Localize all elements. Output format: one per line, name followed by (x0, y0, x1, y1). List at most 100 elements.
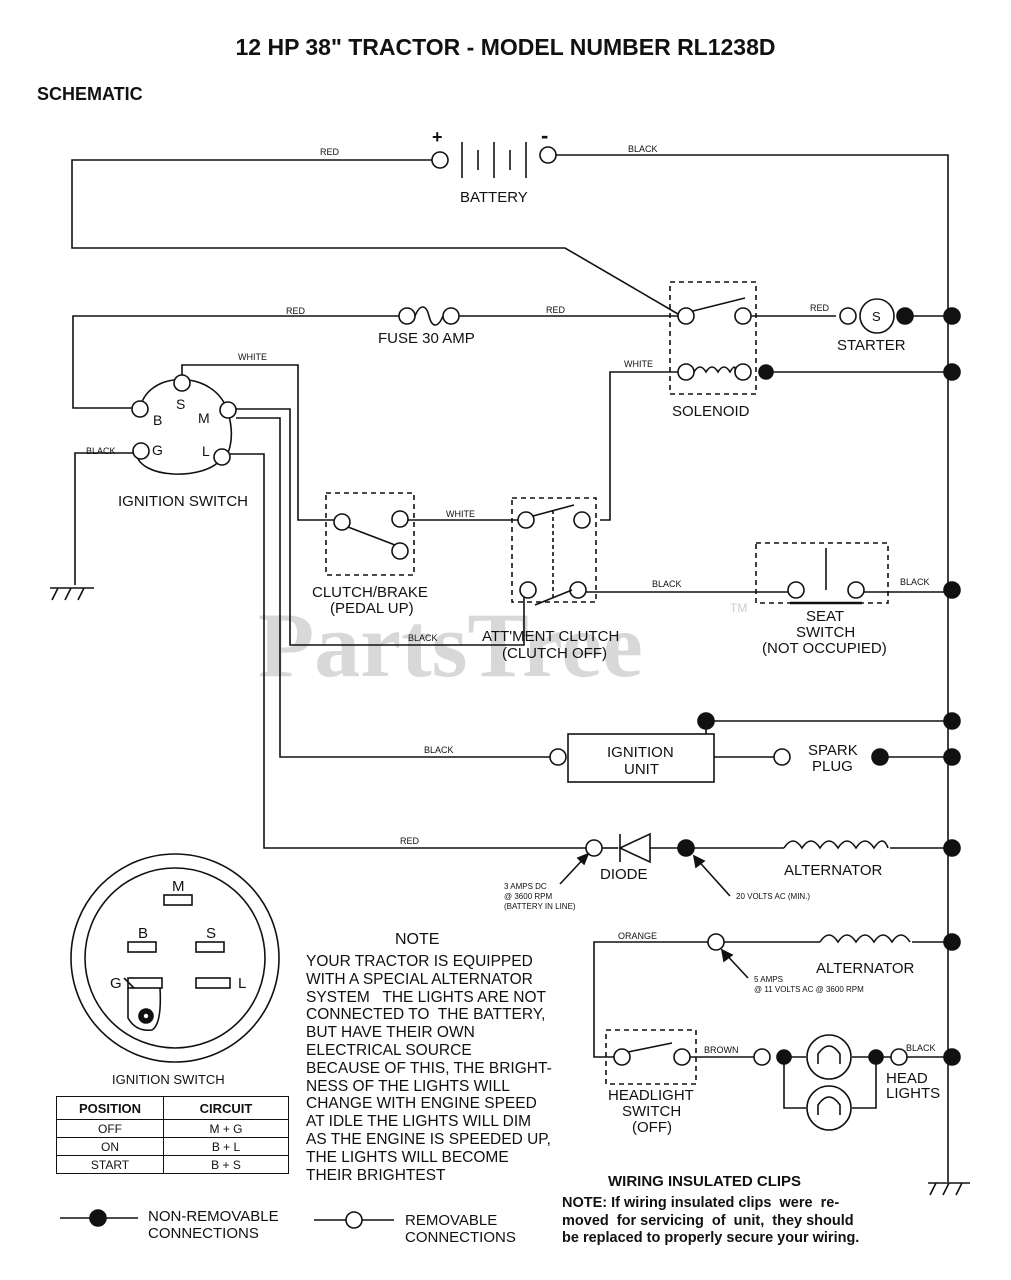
clutch-brake-sublabel: (PEDAL UP) (330, 600, 414, 617)
schematic-heading: SCHEMATIC (37, 84, 143, 104)
legend-removable-label: REMOVABLE CONNECTIONS (405, 1212, 516, 1246)
clutch-brake-label: CLUTCH/BRAKE (312, 584, 428, 601)
legend-non-removable-label: NON-REMOVABLE CONNECTIONS (148, 1208, 279, 1242)
switch-face-s: S (206, 925, 216, 942)
non-removable-junctions (697, 307, 961, 1066)
table-cell: B + L (163, 1137, 289, 1156)
diode-spec-3: (BATTERY IN LINE) (504, 902, 576, 911)
wire-label: WHITE (446, 509, 475, 519)
ignition-switch-label: IGNITION SWITCH (118, 493, 248, 510)
ground-icon (928, 1182, 970, 1196)
solenoid-label: SOLENOID (672, 403, 750, 420)
diode-label: DIODE (600, 866, 648, 883)
watermark-tm: TM (730, 601, 747, 615)
alternator-coil-2 (707, 933, 911, 951)
battery-label: BATTERY (460, 189, 528, 206)
terminal-s: S (176, 396, 185, 412)
ignition-switch-table: POSITION CIRCUIT OFF M + G ON B + L STAR… (56, 1096, 289, 1174)
switch-face-m: M (172, 878, 185, 895)
headlight-switch-label-1: HEADLIGHT (608, 1087, 694, 1104)
seat-switch-label-3: (NOT OCCUPIED) (762, 640, 887, 657)
ignition-unit-label-2: UNIT (624, 761, 659, 778)
table-cell: START (56, 1155, 164, 1174)
table-row: OFF M + G (56, 1119, 289, 1138)
clutch-brake-switch-symbol (325, 492, 415, 576)
ignition-unit-symbol (549, 733, 889, 783)
ignition-unit-label-1: IGNITION (607, 744, 674, 761)
fuse-symbol (398, 306, 460, 326)
terminal-b: B (153, 412, 162, 428)
wire-label: BLACK (900, 577, 930, 587)
wire-label: ORANGE (618, 931, 657, 941)
page-title: 12 HP 38" TRACTOR - MODEL NUMBER RL1238D (235, 34, 776, 60)
alternator2-spec-2: @ 11 VOLTS AC @ 3600 RPM (754, 985, 864, 994)
wire-label: BLACK (86, 446, 116, 456)
alternator2-spec-1: 5 AMPS (754, 975, 783, 984)
table-row: ON B + L (56, 1137, 289, 1156)
alternator-ac-spec: 20 VOLTS AC (MIN.) (736, 892, 810, 901)
head-lights-label-2: LIGHTS (886, 1085, 940, 1102)
table-row: START B + S (56, 1155, 289, 1174)
headlight-switch-label-3: (OFF) (632, 1119, 672, 1136)
diode-spec-1: 3 AMPS DC (504, 882, 547, 891)
table-cell: OFF (56, 1119, 164, 1138)
starter-s: S (872, 309, 881, 324)
battery-plus: + (432, 127, 443, 147)
clips-note: NOTE: If wiring insulated clips were re-… (562, 1195, 860, 1246)
wire-label: BLACK (906, 1043, 936, 1053)
table-cell: ON (56, 1137, 164, 1156)
wire-label: BLACK (408, 633, 438, 643)
table-cell: M + G (163, 1119, 289, 1138)
wire-label: BROWN (704, 1045, 739, 1055)
terminal-m: M (198, 410, 210, 426)
note-heading: NOTE (395, 931, 440, 948)
starter-symbol (839, 298, 914, 334)
attachment-clutch-switch-symbol (511, 497, 597, 606)
starter-label: STARTER (837, 337, 906, 354)
wire-label: BLACK (628, 144, 658, 154)
table-header: POSITION (56, 1096, 164, 1120)
head-lights-symbol (753, 1034, 908, 1131)
seat-switch-label-1: SEAT (806, 608, 844, 625)
clips-title: WIRING INSULATED CLIPS (608, 1173, 802, 1190)
alternator-coil-1 (783, 840, 889, 850)
spark-plug-label-2: PLUG (812, 758, 853, 775)
terminal-g: G (152, 442, 163, 458)
wire-label: BLACK (424, 745, 454, 755)
wire-label: RED (400, 836, 420, 846)
battery-minus: - (541, 123, 548, 148)
ground-icon (50, 587, 94, 601)
solenoid-symbol (669, 281, 774, 395)
wire-label: WHITE (238, 352, 267, 362)
headlight-switch-label-2: SWITCH (622, 1103, 681, 1120)
head-lights-label-1: HEAD (886, 1070, 928, 1087)
alternator-label-1: ALTERNATOR (784, 862, 883, 879)
wire-label: BLACK (652, 579, 682, 589)
seat-switch-symbol (755, 542, 889, 605)
switch-face-g: G (110, 975, 122, 992)
switch-face-l: L (238, 975, 246, 992)
seat-switch-label-2: SWITCH (796, 624, 855, 641)
battery-symbol (431, 142, 557, 178)
ignition-switch-face (70, 853, 280, 1063)
table-header: CIRCUIT (163, 1096, 289, 1120)
switch-face-b: B (138, 925, 148, 942)
wire-label: RED (810, 303, 830, 313)
spark-plug-label-1: SPARK (808, 742, 858, 759)
legend-removable-symbol (314, 1211, 394, 1229)
fuse-label: FUSE 30 AMP (378, 330, 475, 347)
diode-spec-2: @ 3600 RPM (504, 892, 552, 901)
terminal-l: L (202, 443, 210, 459)
wire-label: RED (546, 305, 566, 315)
ignition-switch-symbol (131, 374, 237, 475)
attment-clutch-label: ATT'MENT CLUTCH (482, 628, 619, 645)
headlight-switch-symbol (605, 1029, 697, 1085)
attment-clutch-sublabel: (CLUTCH OFF) (502, 645, 607, 662)
legend-non-removable-symbol (60, 1209, 138, 1227)
switch-table-caption: IGNITION SWITCH (112, 1072, 225, 1087)
table-cell: B + S (163, 1155, 289, 1174)
alternator-label-2: ALTERNATOR (816, 960, 915, 977)
wire-label: RED (320, 147, 340, 157)
diode-symbol (585, 832, 695, 864)
